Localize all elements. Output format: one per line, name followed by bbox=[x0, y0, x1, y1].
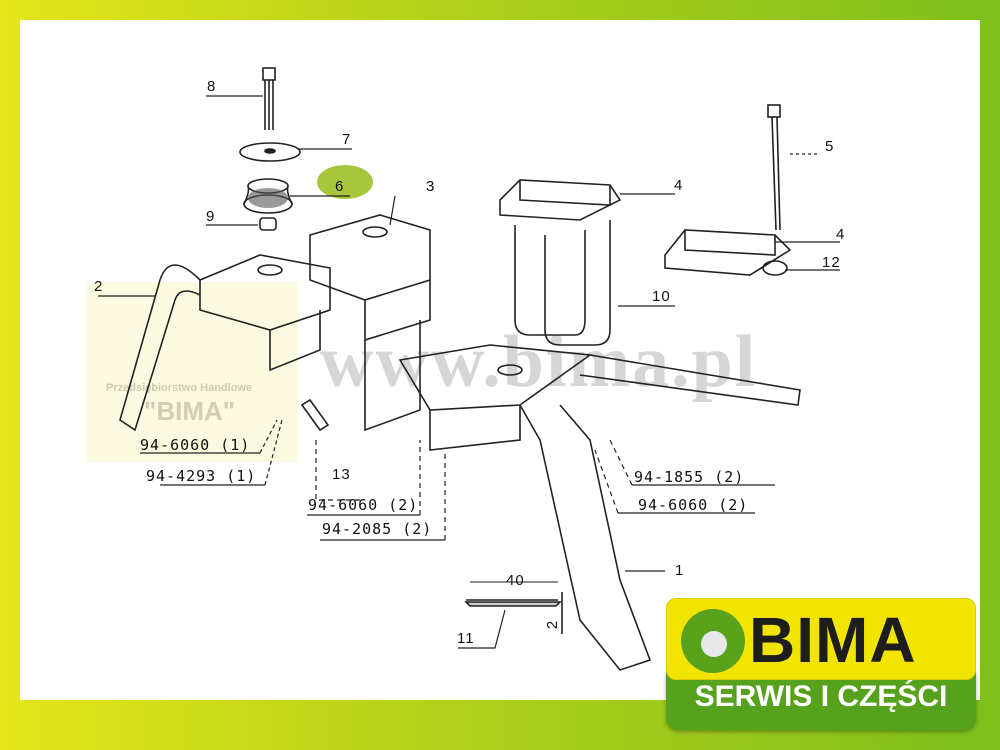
label-part-11: 11 bbox=[457, 630, 475, 647]
watermark-name: "BIMA" bbox=[144, 396, 236, 426]
mount-4a bbox=[499, 179, 622, 221]
label-part-2: 2 bbox=[94, 278, 104, 295]
bracket-2 bbox=[119, 254, 331, 432]
washer-7 bbox=[239, 142, 301, 162]
logo-brand: BIMA bbox=[749, 604, 917, 676]
bracket-3 bbox=[309, 214, 431, 432]
label-part-1: 1 bbox=[675, 562, 685, 579]
rubber-mount-6 bbox=[243, 178, 293, 214]
watermark-box bbox=[86, 282, 298, 462]
frame-1 bbox=[398, 344, 801, 671]
bolt-5 bbox=[767, 104, 781, 231]
hardware-ref-nut: 94-6060 (1) bbox=[140, 436, 251, 454]
label-part-5: 5 bbox=[825, 138, 835, 155]
hardware-ref-washer: 94-4293 (1) bbox=[146, 467, 257, 485]
leader-lines bbox=[98, 95, 840, 649]
label-part-6: 6 bbox=[335, 178, 345, 195]
bima-logo: SERWIS I CZĘŚCI BIMA bbox=[666, 598, 976, 738]
watermark-company: Przedsiębiorstwo Handlowe bbox=[106, 382, 253, 394]
nut-9 bbox=[259, 217, 277, 231]
dimension-width: 40 bbox=[506, 572, 525, 589]
bolt-8 bbox=[262, 67, 276, 130]
parts-drawing bbox=[98, 67, 840, 671]
hardware-ref-bolt-2: 94-1855 (2) bbox=[634, 468, 745, 486]
u-bolt-10 bbox=[514, 220, 611, 346]
label-part-10: 10 bbox=[652, 288, 671, 305]
mount-4b bbox=[664, 229, 792, 276]
logo-ball-icon bbox=[681, 609, 745, 673]
hardware-ref-nut-2: 94-6060 (2) bbox=[308, 496, 419, 514]
hardware-ref-nut-3: 94-6060 (2) bbox=[638, 496, 749, 514]
logo-tagline: SERWIS I CZĘŚCI bbox=[694, 680, 948, 713]
label-part-9: 9 bbox=[206, 208, 216, 225]
label-part-7: 7 bbox=[342, 131, 352, 148]
pin-13 bbox=[300, 398, 330, 432]
label-part-13: 13 bbox=[332, 466, 351, 483]
part-6-highlight bbox=[317, 165, 373, 199]
diagram-canvas: Przedsiębiorstwo Handlowe "BIMA" www.bim… bbox=[20, 20, 980, 700]
label-part-8: 8 bbox=[207, 78, 217, 95]
logo-brand-box: BIMA bbox=[666, 598, 976, 680]
label-part-4b: 4 bbox=[836, 226, 846, 243]
label-part-4a: 4 bbox=[674, 177, 684, 194]
dimension-thickness: 2 bbox=[544, 619, 562, 630]
label-part-12: 12 bbox=[822, 254, 841, 271]
plate-11 bbox=[464, 581, 563, 634]
nut-12 bbox=[762, 260, 788, 276]
hardware-ref-bolt: 94-2085 (2) bbox=[322, 520, 433, 538]
label-part-3: 3 bbox=[426, 178, 436, 195]
